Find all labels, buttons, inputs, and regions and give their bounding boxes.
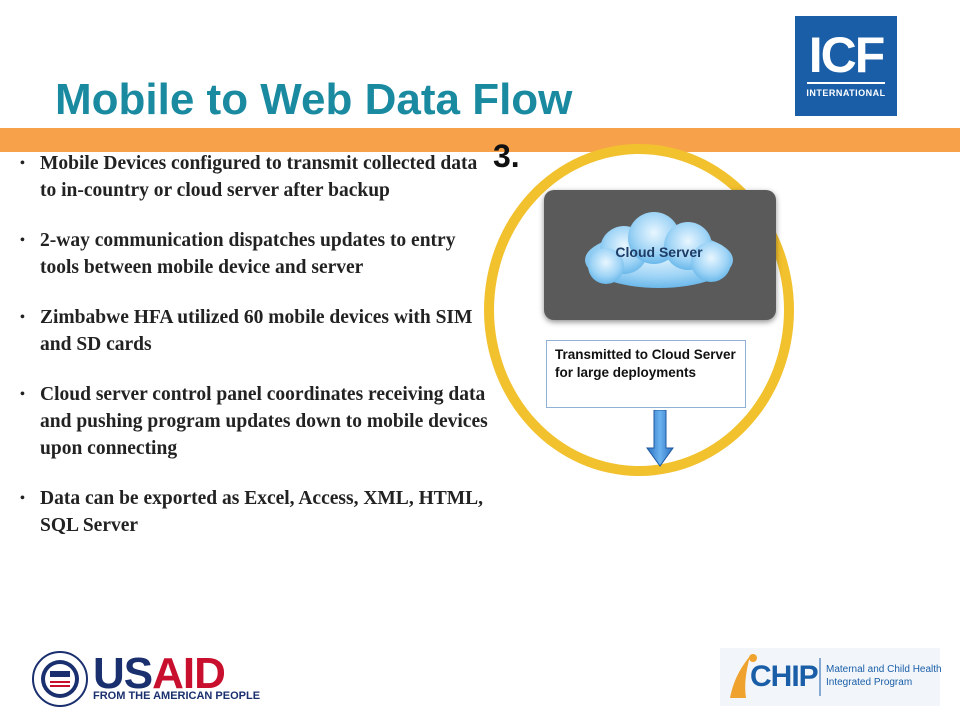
bullet-dot-icon: • — [20, 387, 25, 402]
bullet-text: Data can be exported as Excel, Access, X… — [40, 488, 484, 536]
cloud-server-label: Cloud Server — [615, 244, 703, 260]
cloud-icon — [585, 212, 733, 288]
bullet-item: • Data can be exported as Excel, Access, … — [18, 485, 493, 539]
usaid-tagline: FROM THE AMERICAN PEOPLE — [93, 690, 261, 702]
step-number: 3. — [493, 138, 520, 174]
icf-international-logo: ICF INTERNATIONAL — [795, 16, 897, 116]
mchip-logo-line-2: Integrated Program — [826, 677, 913, 688]
header-accent-bar — [0, 128, 960, 152]
bullet-item: • Cloud server control panel coordinates … — [18, 381, 493, 462]
bullet-item: • Zimbabwe HFA utilized 60 mobile devices… — [18, 304, 493, 358]
icf-logo-text: ICF — [808, 27, 886, 83]
slide-title: Mobile to Web Data Flow — [55, 75, 573, 124]
bullet-dot-icon: • — [20, 310, 25, 325]
highlight-ring — [484, 144, 794, 476]
bullet-text: Cloud server control panel coordinates r… — [40, 384, 488, 459]
usaid-logo-aid: AID — [152, 649, 226, 698]
down-arrow-icon — [646, 410, 674, 467]
bullet-dot-icon: • — [20, 491, 25, 506]
bullet-list: • Mobile Devices configured to transmit c… — [18, 150, 493, 562]
bullet-dot-icon: • — [20, 233, 25, 248]
icf-logo-subtext: INTERNATIONAL — [806, 88, 886, 98]
usaid-logo-us: US — [93, 649, 153, 698]
bullet-item: • 2-way communication dispatches updates … — [18, 227, 493, 281]
mchip-logo-line-1: Maternal and Child Health — [826, 664, 942, 675]
mchip-logo-icon — [720, 648, 940, 706]
transmission-note-text: Transmitted to Cloud Server for large de… — [555, 347, 736, 380]
mchip-logo-text: Maternal and Child Health Integrated Pro… — [826, 663, 942, 689]
mchip-logo-wordmark: CHIP — [750, 660, 819, 693]
bullet-dot-icon: • — [20, 156, 25, 171]
bullet-text: 2-way communication dispatches updates t… — [40, 230, 456, 278]
bullet-item: • Mobile Devices configured to transmit c… — [18, 150, 493, 204]
icf-logo-divider — [807, 82, 885, 84]
usaid-seal-icon — [32, 651, 88, 707]
bullet-text: Zimbabwe HFA utilized 60 mobile devices … — [40, 307, 473, 355]
bullet-text: Mobile Devices configured to transmit co… — [40, 153, 478, 201]
usaid-logo-wordmark: USAID — [93, 649, 226, 698]
transmission-note: Transmitted to Cloud Server for large de… — [546, 340, 746, 408]
